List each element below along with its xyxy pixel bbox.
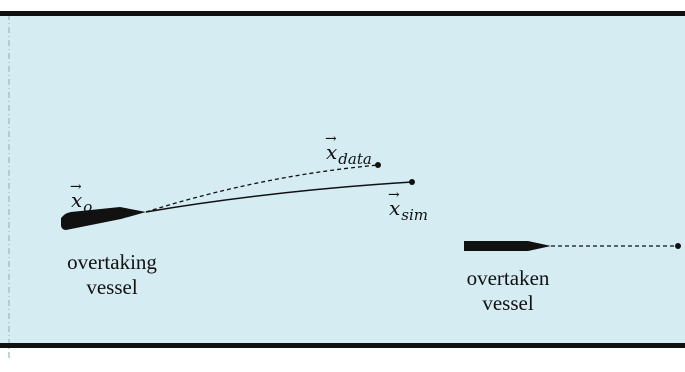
x-sim-label: xsim bbox=[388, 184, 428, 226]
overtaken-endpoint bbox=[675, 243, 681, 249]
channel-bank-bottom bbox=[0, 343, 685, 348]
channel-bank-top bbox=[0, 11, 685, 16]
sim-trajectory bbox=[145, 181, 413, 213]
data-trajectory bbox=[145, 164, 379, 213]
x-o-label: xo bbox=[70, 176, 92, 218]
x-sim-point bbox=[409, 179, 415, 185]
overtaking-vessel-label: overtaking vessel bbox=[67, 250, 157, 299]
overtaken-vessel bbox=[464, 241, 551, 251]
x-data-point bbox=[375, 162, 381, 168]
overtaking-vessel bbox=[61, 207, 146, 230]
overtaken-vessel-label: overtaken vessel bbox=[466, 266, 550, 315]
water-area bbox=[0, 14, 685, 346]
x-data-label: xdata bbox=[325, 128, 372, 170]
